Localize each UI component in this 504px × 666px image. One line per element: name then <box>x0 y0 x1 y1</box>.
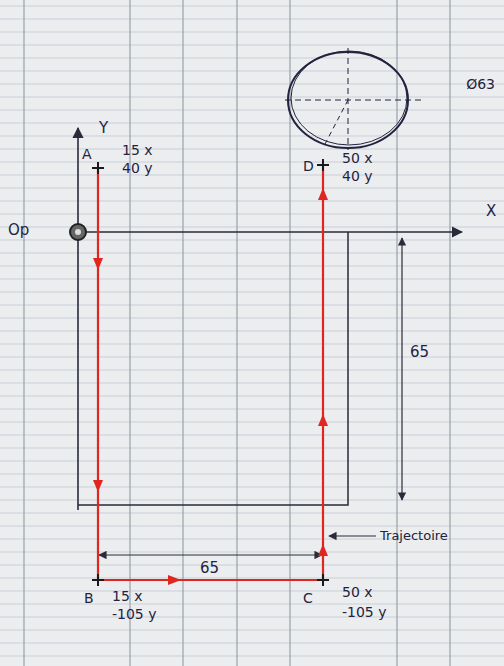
point-name: B <box>84 590 94 606</box>
note: Trajectoire <box>380 528 448 544</box>
coordinate: 50 x <box>342 584 373 600</box>
bore-circle: Ø63 <box>285 48 499 150</box>
dimension: 65 <box>410 344 429 360</box>
point-name: C <box>303 590 313 606</box>
coordinate: 15 x <box>122 142 153 158</box>
coordinate: -105 y <box>342 604 387 620</box>
coordinate: 15 x <box>112 588 143 604</box>
coordinate: 40 y <box>342 168 373 184</box>
coordinate: 40 y <box>122 160 153 176</box>
coordinate: 50 x <box>342 150 373 166</box>
axis-name: Y <box>99 120 108 136</box>
coordinate: -105 y <box>112 606 157 622</box>
dimension: 65 <box>200 560 219 576</box>
axis-name: X <box>486 203 496 219</box>
diameter-label: Ø63 <box>466 76 495 92</box>
origin-name: Op <box>8 222 29 238</box>
point-name: D <box>303 158 314 174</box>
point-name: A <box>82 146 92 162</box>
circle-outline <box>285 48 499 150</box>
